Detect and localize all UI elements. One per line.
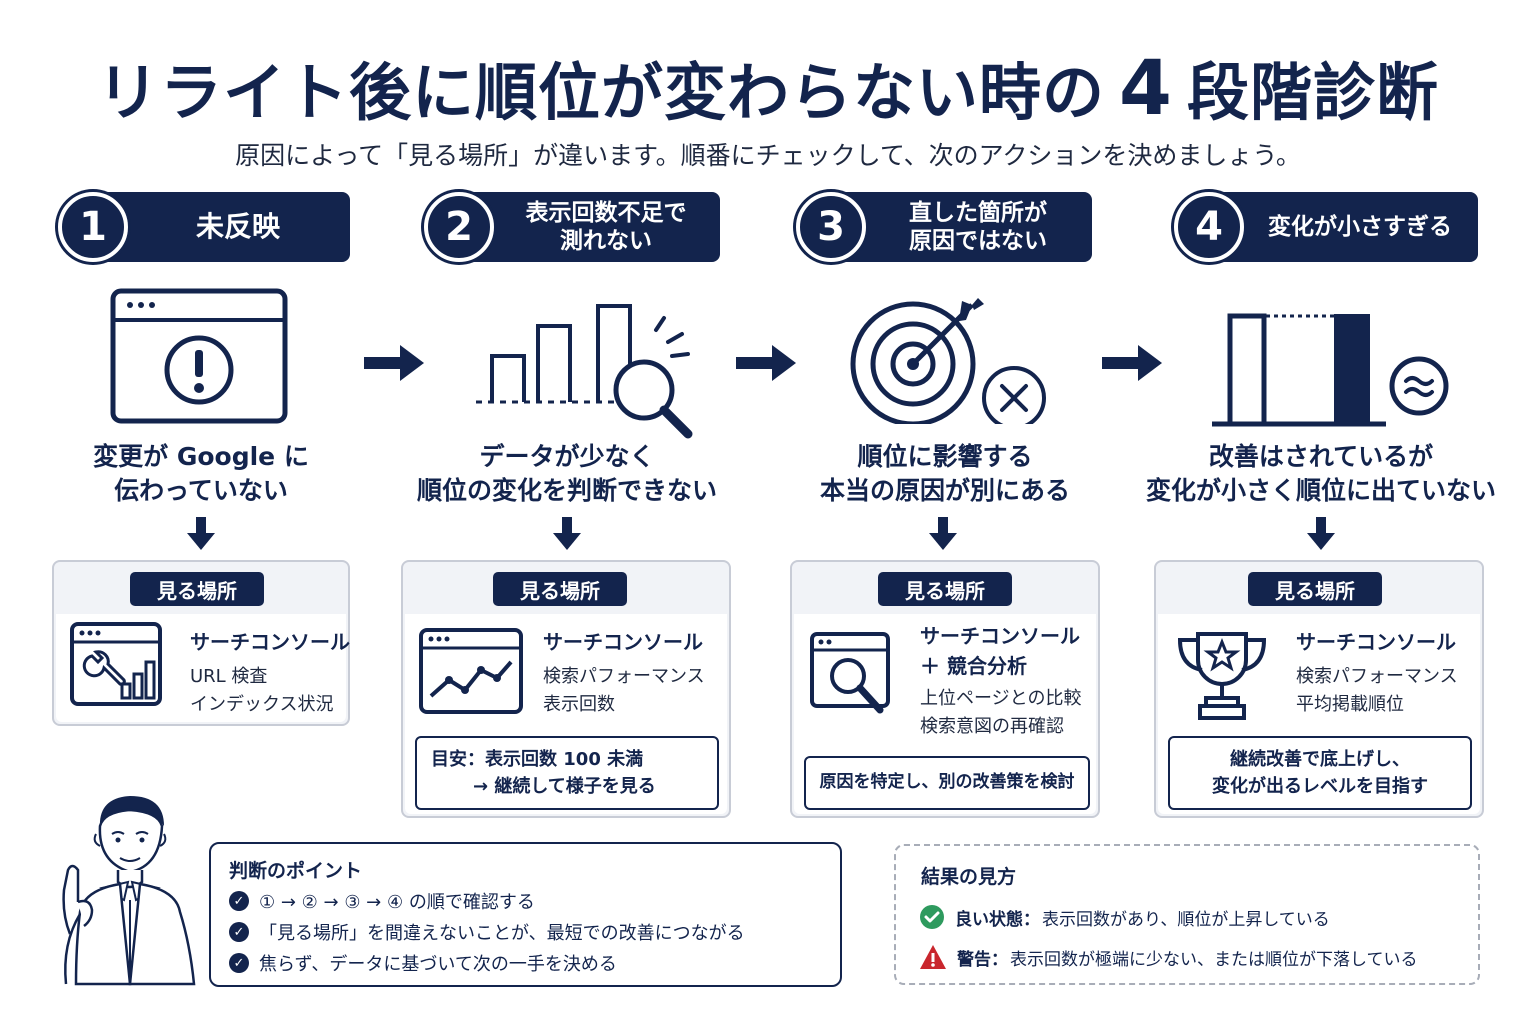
person-pointing-illustration: [62, 796, 196, 986]
stage-2-description: データが少なく順位の変化を判断できない: [416, 442, 717, 505]
check-icon: ✓: [229, 891, 249, 911]
stage-3-panel: 見る場所 サーチコンソール ＋ 競合分析 上位ページとの比較 検索意図の再確認 …: [790, 560, 1100, 818]
stage-3-panel-badge: 見る場所: [878, 572, 1012, 606]
browser-search-icon: [810, 632, 890, 714]
stage-3-panel-title-1: サーチコンソール: [920, 624, 1080, 648]
check-icon: ✓: [229, 922, 249, 942]
page-subtitle: 原因によって「見る場所」が違います。順番にチェックして、次のアクションを決めまし…: [235, 141, 1301, 170]
flow-arrow-1-2: [364, 345, 424, 381]
result-guide-title: 結果の見方: [921, 866, 1017, 888]
stage-3-panel-line-1: 上位ページとの比較: [920, 688, 1082, 709]
stage-2-panel: 見る場所 サーチコンソール 検索パフォーマンス 表示回数 目安：表示回数 100…: [401, 560, 731, 818]
judgement-point-2: ✓ 「見る場所」を間違えないことが、最短での改善につながる: [229, 919, 745, 945]
bar-chart-magnifier-icon: [476, 304, 693, 439]
stage-4-number: 4: [1174, 192, 1244, 262]
browser-line-chart-icon: [419, 628, 523, 714]
stage-1-panel-badge: 見る場所: [130, 572, 264, 606]
stage-4-description: 改善はされているが変化が小さく順位に出ていない: [1145, 442, 1496, 505]
stage-3-header: 3 直した箇所が原因ではない: [796, 192, 1092, 262]
stage-4-note: 継続改善で底上げし、 変化が出るレベルを目指す: [1168, 736, 1472, 810]
stage-1-panel-line-1: URL 検査: [190, 666, 268, 687]
flow-arrow-2-3: [736, 345, 796, 381]
stage-4-panel-line-1: 検索パフォーマンス: [1296, 666, 1458, 687]
stage-3-note: 原因を特定し、別の改善策を検討: [804, 756, 1090, 810]
stage-2-note: 目安：表示回数 100 未満 → 継続して様子を見る: [415, 736, 719, 810]
stage-2-label: 表示回数不足で測れない: [466, 192, 720, 262]
stage-4-label: 変化が小さすぎる: [1216, 192, 1478, 262]
stage-1-panel-line-2: インデックス状況: [190, 694, 334, 715]
stage-3-panel-title-2: ＋ 競合分析: [920, 654, 1027, 678]
stage-1-number: 1: [58, 192, 128, 262]
stage-1-header: 1 未反映: [58, 192, 350, 262]
stage-2-panel-line-1: 検索パフォーマンス: [543, 666, 705, 687]
stage-3-label: 直した箇所が原因ではない: [838, 192, 1092, 262]
result-good-row: 良い状態：表示回数があり、順位が上昇している: [919, 904, 1330, 930]
stage-3-number: 3: [796, 192, 866, 262]
down-arrow-1: [187, 517, 215, 550]
judgement-point-3: ✓ 焦らず、データに基づいて次の一手を決める: [229, 950, 617, 976]
judgement-points-title: 判断のポイント: [229, 860, 363, 882]
stage-2-header: 2 表示回数不足で測れない: [424, 192, 720, 262]
check-icon: ✓: [229, 953, 249, 973]
judgement-points-box: 判断のポイント ✓ ① → ② → ③ → ④ の順で確認する ✓ 「見る場所」…: [209, 842, 842, 987]
good-check-icon: [920, 905, 944, 929]
browser-alert-icon: [110, 288, 288, 424]
stage-1-label: 未反映: [100, 192, 350, 262]
trophy-icon: [1177, 632, 1267, 720]
stage-3-panel-line-2: 検索意図の再確認: [920, 716, 1064, 737]
judgement-point-1: ✓ ① → ② → ③ → ④ の順で確認する: [229, 888, 535, 914]
stage-4-panel-line-2: 平均掲載順位: [1296, 694, 1404, 715]
flow-arrow-3-4: [1102, 345, 1162, 381]
stage-4-panel-title: サーチコンソール: [1296, 630, 1456, 654]
browser-tools-icon: [70, 622, 162, 706]
stage-2-panel-title: サーチコンソール: [543, 630, 703, 654]
stage-1-panel-title: サーチコンソール: [190, 630, 350, 654]
stage-1-description: 変更が Google に伝わっていない: [93, 442, 309, 505]
stage-2-panel-line-2: 表示回数: [543, 694, 615, 715]
stage-4-panel-badge: 見る場所: [1248, 572, 1382, 606]
stage-4-panel: 見る場所 サーチコンソール 検索パフォーマンス 平均掲載順位 継続改善で底上げし…: [1154, 560, 1484, 818]
down-arrow-4: [1307, 517, 1335, 550]
down-arrow-3: [929, 517, 957, 550]
stage-4-header: 4 変化が小さすぎる: [1174, 192, 1478, 262]
stage-3-description: 順位に影響する本当の原因が別にある: [819, 442, 1070, 505]
stage-2-number: 2: [424, 192, 494, 262]
result-warn-row: 警告：表示回数が極端に少ない、または順位が下落している: [919, 944, 1418, 970]
stage-1-panel: 見る場所 サーチコンソール URL 検査 インデックス状況: [52, 560, 350, 726]
stage-2-panel-badge: 見る場所: [493, 572, 627, 606]
down-arrow-2: [553, 517, 581, 550]
warning-icon: [920, 945, 946, 969]
target-miss-icon: [850, 298, 1046, 424]
bars-approx-icon: [1212, 313, 1449, 427]
result-guide-box: 結果の見方 良い状態：表示回数があり、順位が上昇している 警告：表示回数が極端に…: [894, 844, 1480, 985]
